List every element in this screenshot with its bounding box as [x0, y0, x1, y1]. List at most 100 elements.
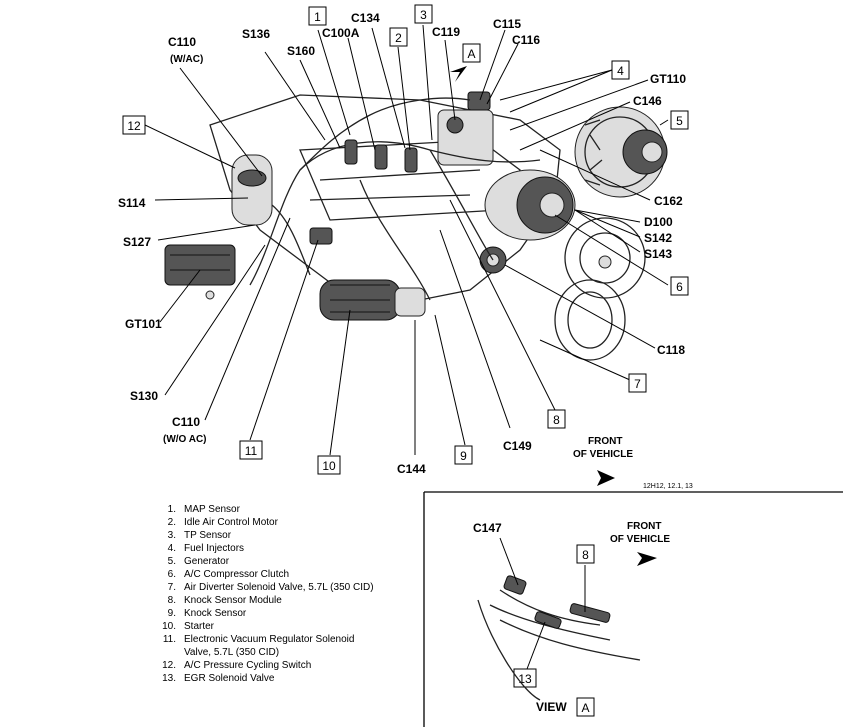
legend-item: 2. Idle Air Control Motor — [154, 516, 374, 529]
legend-item-number: 2. — [167, 517, 176, 528]
callout-s130: S130 — [130, 389, 158, 403]
legend-item-number: 7. — [167, 582, 176, 593]
figure-code: 12H12, 12.1, 13 — [643, 483, 693, 490]
callout-gt110: GT110 — [650, 72, 686, 86]
callout-c115: C115 — [493, 17, 521, 31]
svg-text:12: 12 — [127, 119, 141, 133]
legend: 1. MAP Sensor 2. Idle Air Control Motor 3. TP… — [154, 503, 374, 685]
svg-text:4: 4 — [617, 64, 624, 78]
inset-front-line1: FRONT — [627, 521, 661, 532]
front-arrow-icon — [597, 470, 615, 486]
engine-illustration — [164, 91, 668, 361]
legend-item-number: 1. — [167, 504, 176, 515]
box-12: 12 — [122, 115, 146, 135]
box-a: A — [462, 43, 481, 63]
svg-text:6: 6 — [676, 280, 683, 294]
callout-s142: S142 — [644, 231, 672, 245]
callout-c144: C144 — [397, 462, 426, 476]
callout-s160: S160 — [287, 44, 315, 58]
callout-s127: S127 — [123, 235, 151, 249]
legend-item-text: Starter — [184, 621, 215, 632]
legend-item: 5.Generator — [154, 555, 374, 568]
legend-item-text: A/C Compressor Clutch — [184, 569, 290, 580]
box-8: 8 — [547, 409, 566, 429]
callout-s114: S114 — [118, 196, 146, 210]
svg-text:A: A — [581, 701, 589, 715]
svg-text:8: 8 — [582, 548, 589, 562]
legend-item-text: Idle Air Control Motor — [184, 517, 278, 528]
inset-front-line2: OF VEHICLE — [610, 534, 670, 545]
legend-item-number: 5. — [167, 556, 176, 567]
legend-item-text: A/C Pressure Cycling Switch — [184, 660, 312, 671]
generator-drawing — [574, 106, 668, 198]
legend-item-number: 12. — [162, 660, 176, 671]
legend-item-text: Electronic Vacuum Regulator Solenoid — [184, 634, 355, 645]
svg-text:9: 9 — [460, 449, 467, 463]
callout-c110-noac-sub: (W/O AC) — [163, 434, 207, 445]
legend-item-number: 10. — [162, 621, 176, 632]
svg-text:FRONT: FRONT — [588, 436, 622, 447]
callout-d100: D100 — [644, 215, 673, 229]
svg-text:7: 7 — [634, 377, 641, 391]
box-11: 11 — [239, 440, 263, 460]
legend-item-text: Air Diverter Solenoid Valve, 5.7L (350 C… — [184, 582, 374, 593]
legend-item: Valve, 5.7L (350 CID) — [154, 646, 374, 659]
callout-c134: C134 — [351, 11, 380, 25]
numbered-boxes: 1 2 3 A 4 5 6 7 8 9 10 11 12 — [122, 4, 689, 475]
box-2: 2 — [389, 27, 408, 47]
view-a-inset: FRONT OF VEHICLE C147 8 13 VIEW A — [423, 491, 843, 727]
legend-item-number: 4. — [167, 543, 176, 554]
svg-text:2: 2 — [395, 31, 402, 45]
ac-compressor-drawing — [484, 169, 576, 241]
legend-item-number: 6. — [167, 569, 176, 580]
legend-item-number: 3. — [167, 530, 176, 541]
view-label: VIEW — [536, 700, 567, 714]
box-10: 10 — [317, 455, 341, 475]
legend-item-number: 13. — [162, 673, 176, 684]
box-7: 7 — [628, 373, 647, 393]
legend-item: 12. A/C Pressure Cycling Switch — [154, 659, 374, 672]
legend-item-text: Valve, 5.7L (350 CID) — [184, 647, 280, 658]
legend-item-text: TP Sensor — [184, 530, 232, 541]
callout-s143: S143 — [644, 247, 672, 261]
legend-item-number: 8. — [167, 595, 176, 606]
ac-accumulator-drawing — [231, 154, 273, 226]
legend-item-text: Fuel Injectors — [184, 543, 245, 554]
legend-item: 8. Knock Sensor Module — [154, 594, 374, 607]
box-9: 9 — [454, 445, 473, 465]
leader-lines — [144, 24, 669, 456]
svg-text:OF VEHICLE: OF VEHICLE — [573, 449, 633, 460]
callout-c110-noac: C110 — [172, 415, 200, 429]
callout-c118: C118 — [657, 343, 685, 357]
callout-c100a: C100A — [322, 26, 360, 40]
callout-labels: C110 (W/AC) S136 S160 C100A C134 C119 C1… — [118, 11, 686, 476]
callout-c110-ac-sub: (W/AC) — [170, 54, 203, 65]
starter-drawing — [319, 279, 426, 321]
box-5: 5 — [670, 110, 689, 130]
legend-item-text: Knock Sensor Module — [184, 595, 282, 606]
svg-text:11: 11 — [245, 444, 258, 458]
gt101-bracket-drawing — [164, 244, 236, 300]
inset-box-13: 13 — [513, 668, 537, 688]
svg-text:A: A — [467, 47, 475, 61]
callout-c149: C149 — [503, 439, 532, 453]
legend-item: 7. Air Diverter Solenoid Valve, 5.7L (350… — [154, 581, 374, 594]
legend-item: 9.Knock Sensor — [154, 607, 374, 620]
pulleys-drawing — [554, 217, 646, 361]
legend-item: 1. MAP Sensor — [154, 503, 374, 516]
arrow-to-view-a — [450, 66, 467, 82]
callout-s136: S136 — [242, 27, 270, 41]
view-letter-box: A — [576, 697, 595, 717]
legend-item: 3. TP Sensor — [154, 529, 374, 542]
callout-gt101: GT101 — [125, 317, 162, 331]
svg-text:5: 5 — [676, 114, 683, 128]
legend-item: 6. A/C Compressor Clutch — [154, 568, 374, 581]
svg-text:8: 8 — [553, 413, 560, 427]
front-of-vehicle-main: FRONT OF VEHICLE — [573, 436, 633, 486]
legend-item-text: EGR Solenoid Valve — [184, 673, 275, 684]
callout-c147: C147 — [473, 521, 502, 535]
legend-item-number: 11. — [162, 634, 176, 645]
callout-c162: C162 — [654, 194, 683, 208]
legend-item-text: MAP Sensor — [184, 504, 240, 515]
svg-text:13: 13 — [518, 672, 532, 686]
